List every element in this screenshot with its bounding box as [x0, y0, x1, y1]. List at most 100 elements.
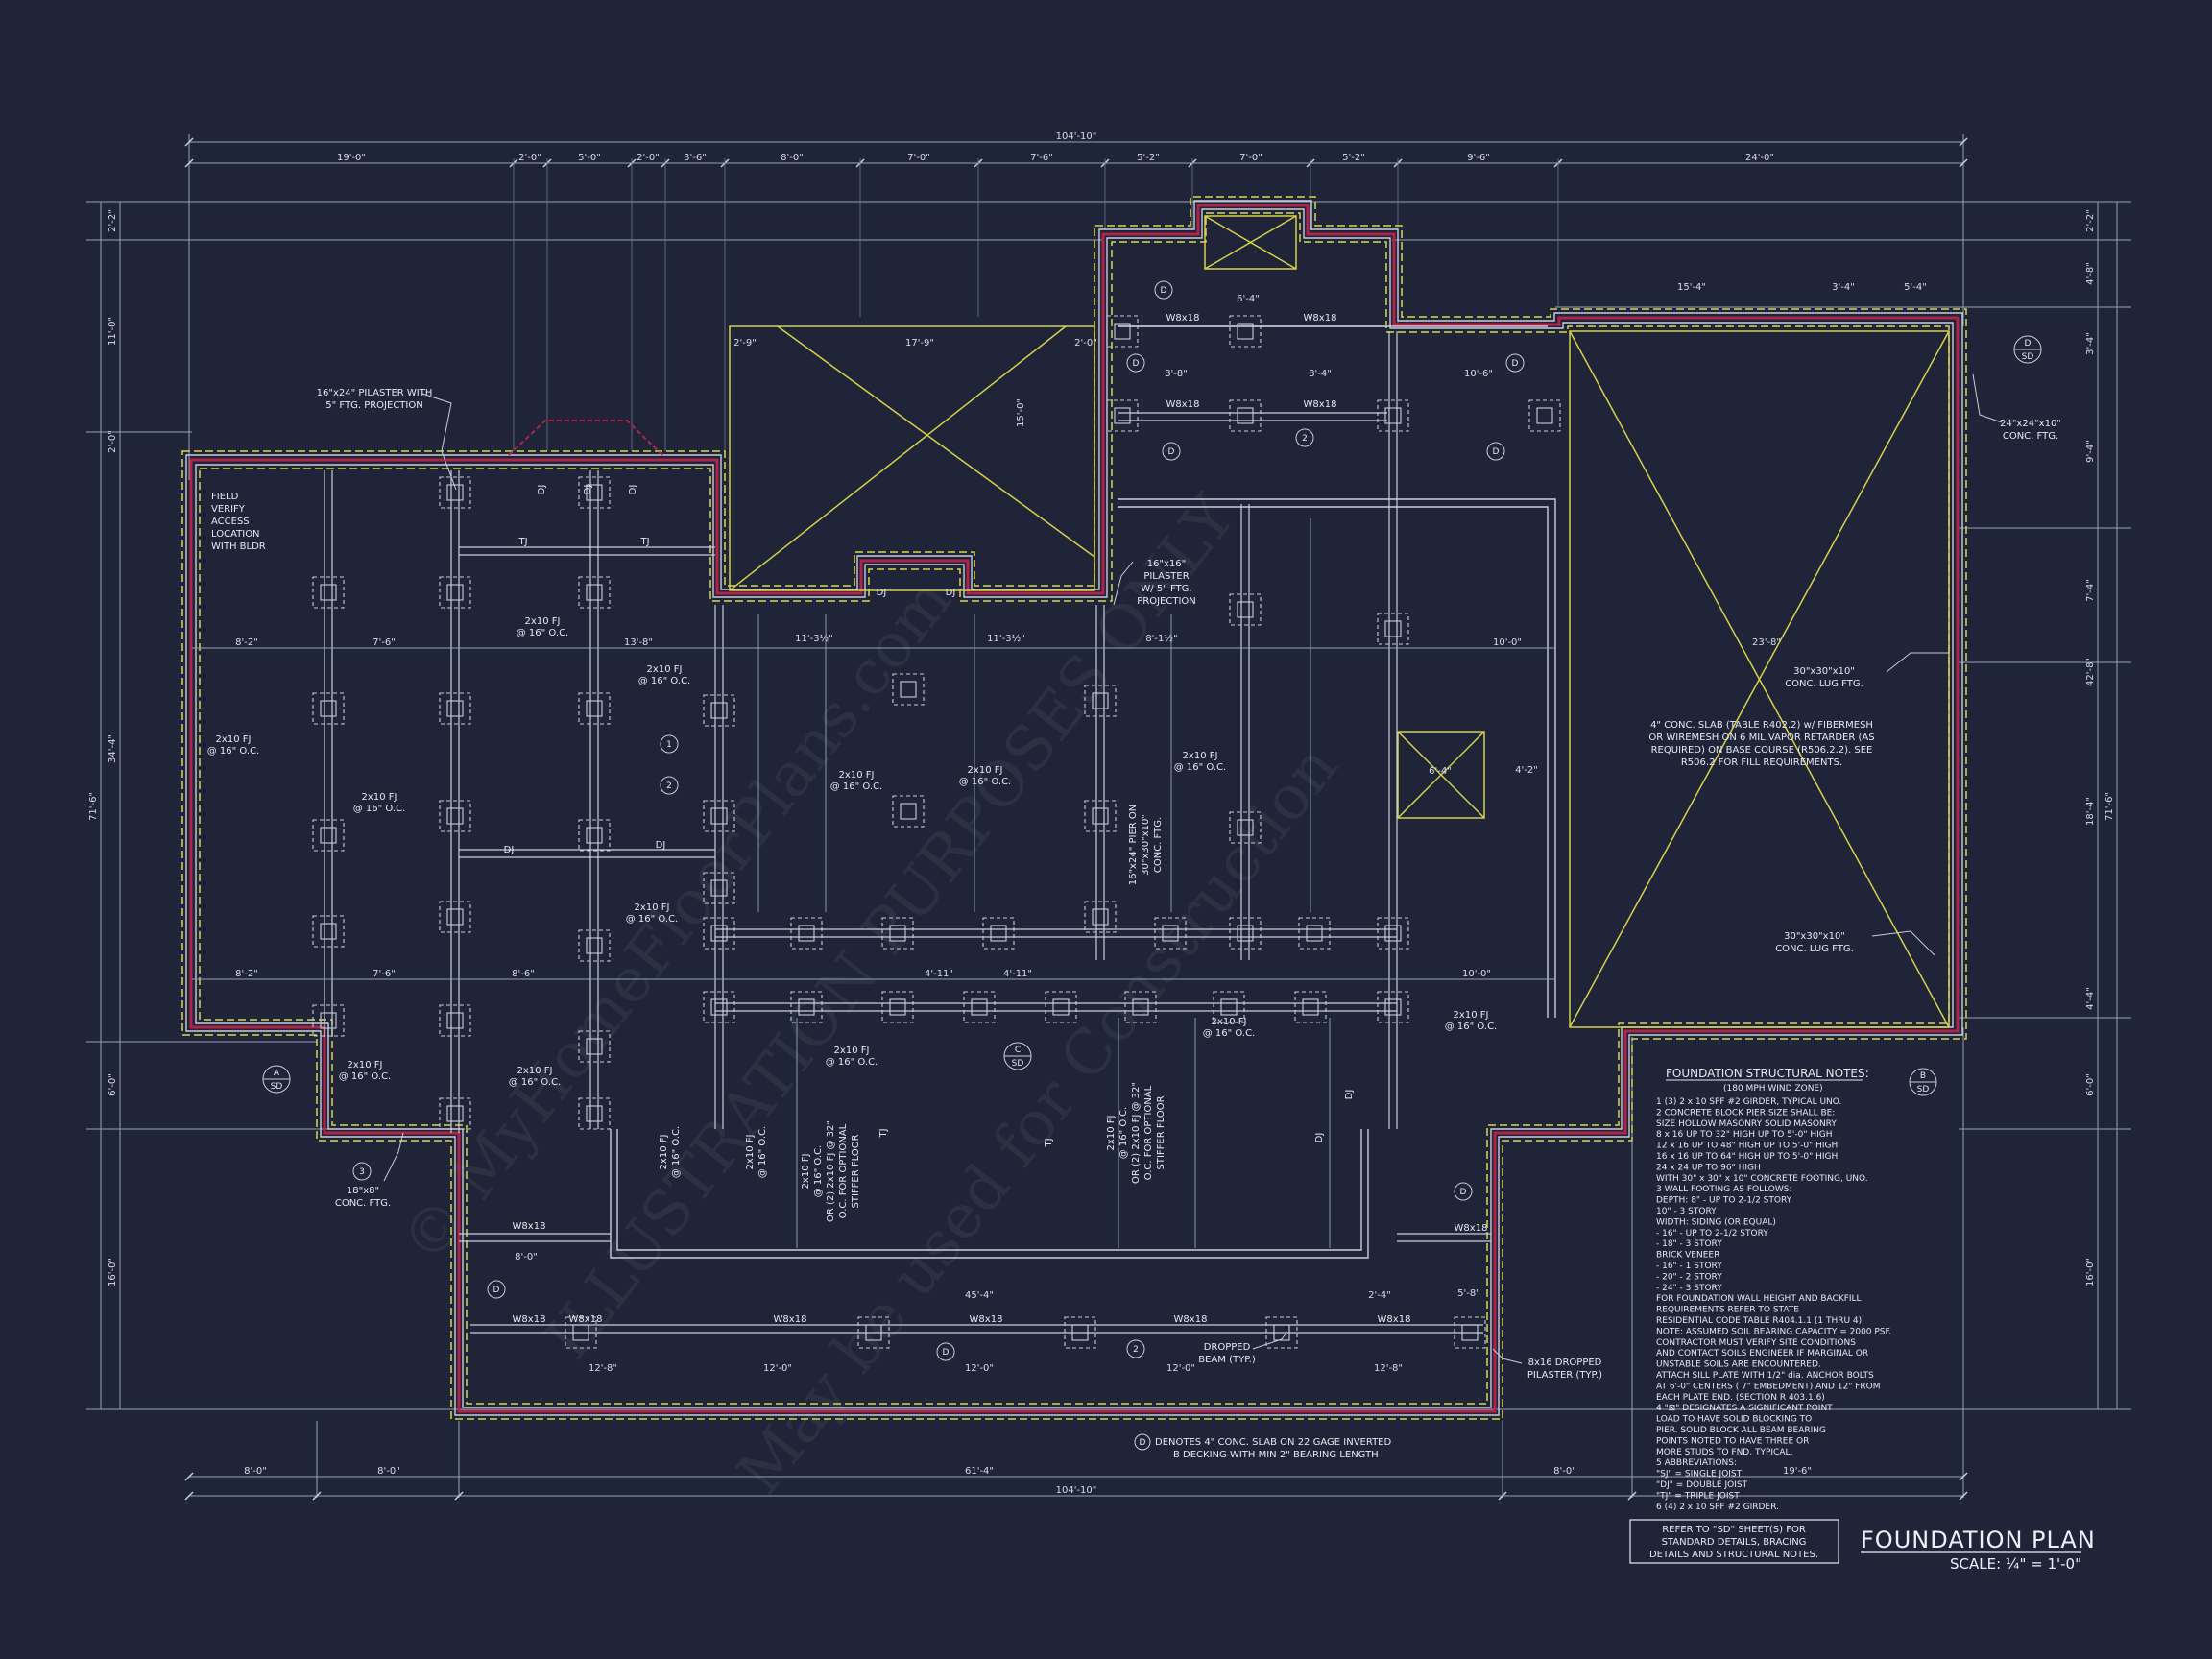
floor-joist-label: 2x10 FJ — [745, 1135, 756, 1170]
dim-text-inner: 8'-2" 7'-6" 13'-8" 11'-3½" 11'-3½" 8'-1½… — [235, 282, 1927, 1374]
floor-joist-spacing-label: @ 16" O.C. — [626, 914, 679, 925]
dim-inner: 10'-0" — [1493, 637, 1522, 648]
dim-top: 5'-2" — [1137, 153, 1160, 163]
floor-joist-label: 2x10 FJ — [1212, 1017, 1247, 1027]
callout-pier: CONC. FTG. — [1153, 817, 1164, 873]
dim-left: 2'-2" — [108, 209, 118, 232]
beam-label: W8x18 — [1166, 399, 1200, 410]
pier — [446, 1012, 464, 1029]
dim-left: 16'-0" — [108, 1258, 118, 1286]
note-line: 2 CONCRETE BLOCK PIER SIZE SHALL BE: — [1656, 1108, 1835, 1118]
note-line: 10" - 3 STORY — [1656, 1207, 1717, 1216]
callout-pilaster-16x24: 16"x24" PILASTER WITH — [317, 388, 433, 398]
dim-inner: 8'-2" — [235, 969, 258, 979]
floor-joist-label: 2x10 FJ — [647, 664, 683, 675]
pier-footing — [703, 872, 735, 904]
pier — [1306, 925, 1323, 942]
dim-inner: 2'-9" — [733, 338, 757, 349]
pier-footing — [565, 1316, 597, 1349]
slab-d-tag-circle — [1486, 442, 1505, 461]
callout-stiffer: O.C. FOR OPTIONAL — [1143, 1085, 1154, 1180]
note-line: FOR FOUNDATION WALL HEIGHT AND BACKFILL — [1656, 1294, 1862, 1304]
pier-footing — [1229, 315, 1262, 348]
dim-inner: 45'-4" — [965, 1290, 994, 1301]
note-line: 8 x 16 UP TO 32" HIGH UP TO 5'-0" HIGH — [1656, 1130, 1833, 1140]
callout-stiffer: 2x10 FJ — [801, 1154, 811, 1190]
pier-footing — [881, 991, 914, 1023]
pier — [798, 998, 815, 1016]
foundation-wall — [189, 204, 1960, 1413]
pier-footing — [578, 819, 611, 852]
section-tag-text: A SD B SD C SD D SD — [271, 339, 2034, 1094]
pier — [586, 1105, 603, 1122]
pier-footing — [881, 917, 914, 950]
pier-footing — [578, 476, 611, 509]
callout-stiffer: STIFFER FLOOR — [1156, 1095, 1166, 1169]
pier-footing — [1229, 917, 1262, 950]
double-joist-label: DJ — [504, 845, 515, 855]
callout-slab: R506.2 FOR FILL REQUIREMENTS. — [1681, 757, 1842, 768]
pier — [1092, 692, 1109, 709]
pier — [971, 998, 988, 1016]
pier-footing — [892, 673, 925, 706]
callout-field-verify: FIELD — [211, 492, 239, 502]
pier-footing — [1213, 991, 1245, 1023]
pier — [1114, 407, 1131, 424]
double-joist-label: DJ — [877, 588, 887, 598]
dim-inner: 2'-0" — [1074, 338, 1097, 349]
pier-footing — [1377, 991, 1409, 1023]
dim-inner: 3'-4" — [1832, 282, 1855, 293]
callout-dropped-pilaster: PILASTER (TYP.) — [1527, 1370, 1602, 1381]
dim-bottom: 19'-6" — [1783, 1466, 1812, 1477]
dim-inner: 12'-0" — [965, 1363, 994, 1374]
note-line: AT 6'-0" CENTERS ( 7" EMBEDMENT) AND 12"… — [1656, 1382, 1881, 1391]
dim-inner: 11'-3½" — [987, 633, 1025, 644]
dim-top: 24'-0" — [1745, 153, 1774, 163]
callout-slab: 4" CONC. SLAB (TABLE R402.2) w/ FIBERMES… — [1650, 720, 1873, 731]
pier — [710, 702, 728, 719]
callout-field-verify: LOCATION — [211, 529, 260, 540]
callout-pier: 16"x24" PIER ON — [1128, 805, 1139, 886]
joist-arrows — [192, 518, 1555, 1248]
dim-right: 3'-4" — [2085, 332, 2096, 355]
pier — [1052, 998, 1070, 1016]
slab-d-tag: D — [1493, 447, 1500, 457]
pier-footing — [439, 476, 471, 509]
pier — [446, 908, 464, 926]
dim-inner: 6'-4" — [1429, 766, 1452, 777]
notes-lines: 1 (3) 2 x 10 SPF #2 GIRDER, TYPICAL UNO.… — [1656, 1097, 1891, 1512]
dim-bottom: 61'-4" — [965, 1466, 994, 1477]
slab-d-tag-circle — [487, 1280, 506, 1299]
pier — [320, 923, 337, 940]
callout-conc-24: CONC. FTG. — [2003, 431, 2058, 442]
callout-stiffer: @ 16" O.C. — [813, 1145, 824, 1198]
pier-footing — [1377, 399, 1409, 432]
detail-tag-2-circle — [660, 776, 679, 795]
pier-footing — [578, 929, 611, 962]
triple-joist-label: TJ — [878, 1128, 889, 1138]
pier-footing — [439, 1097, 471, 1130]
pier-footing — [790, 991, 823, 1023]
slab-d-tag: D — [1512, 359, 1519, 369]
note-line: BRICK VENEER — [1656, 1251, 1719, 1261]
double-joist-label: DJ — [537, 485, 547, 495]
beam-label: W8x18 — [774, 1314, 807, 1325]
callout-conc-18: 18"x8" — [347, 1186, 379, 1196]
dim-inner: 5'-8" — [1457, 1288, 1480, 1299]
pier-footing — [1064, 1316, 1096, 1349]
dim-inner: 2'-4" — [1368, 1290, 1391, 1301]
note-line: 4 "⊠" DESIGNATES A SIGNIFICANT POINT — [1656, 1404, 1833, 1413]
pier — [1384, 620, 1402, 637]
pier — [865, 1324, 882, 1341]
joist-labels: 2x10 FJ@ 16" O.C.2x10 FJ@ 16" O.C.2x10 F… — [207, 313, 1498, 1325]
dim-inner: 8'-4" — [1309, 369, 1332, 379]
note-line: LOAD TO HAVE SOLID BLOCKING TO — [1656, 1415, 1812, 1425]
note-line: 1 (3) 2 x 10 SPF #2 GIRDER, TYPICAL UNO. — [1656, 1097, 1841, 1107]
dim-inner: 12'-0" — [763, 1363, 792, 1374]
floor-joist-spacing-label: @ 16" O.C. — [1203, 1028, 1256, 1039]
pier — [1220, 998, 1238, 1016]
beam-label: W8x18 — [1174, 1314, 1208, 1325]
callout-stiffer: 2x10 FJ — [1106, 1116, 1117, 1151]
